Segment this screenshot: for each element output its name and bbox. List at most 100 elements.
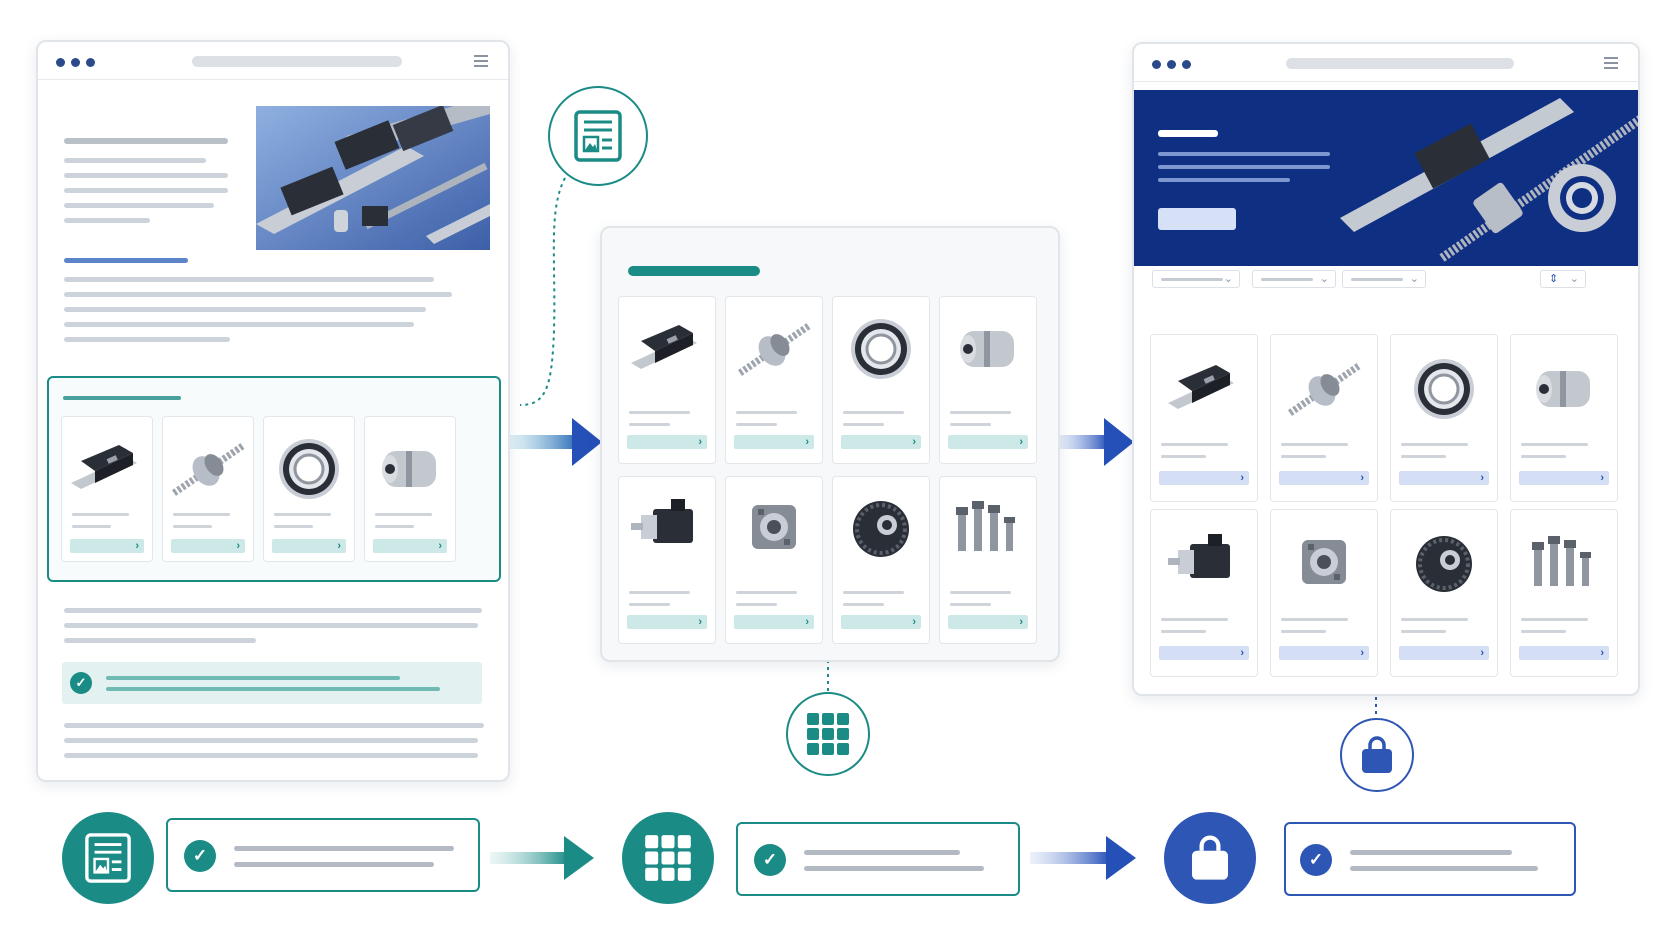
product-spec-line	[1521, 455, 1566, 458]
filter-dropdown[interactable]: ⌄	[1252, 270, 1336, 288]
success-callout: ✓	[62, 662, 482, 704]
product-card[interactable]: ›	[1510, 334, 1618, 502]
product-name-line	[1521, 443, 1588, 446]
product-card[interactable]: ›	[263, 416, 355, 562]
hamburger-menu-icon[interactable]	[1604, 57, 1618, 69]
window-controls[interactable]	[1152, 60, 1191, 69]
product-name-line	[173, 513, 230, 516]
product-name-line	[629, 591, 690, 594]
hamburger-menu-icon[interactable]	[474, 55, 488, 67]
product-card[interactable]: ›	[61, 416, 153, 562]
check-circle-icon: ✓	[70, 672, 92, 694]
chevron-right-icon: ›	[1019, 436, 1023, 448]
product-card[interactable]: ›	[1510, 509, 1618, 677]
chevron-right-icon: ›	[1600, 647, 1604, 659]
view-product-button[interactable]: ›	[1279, 471, 1369, 485]
product-card[interactable]: ›	[364, 416, 456, 562]
chevron-right-icon: ›	[912, 436, 916, 448]
address-bar[interactable]	[1286, 58, 1514, 69]
view-product-button[interactable]: ›	[1399, 471, 1489, 485]
status-line	[1350, 850, 1512, 855]
view-product-button[interactable]: ›	[948, 615, 1028, 629]
chevron-right-icon: ›	[698, 436, 702, 448]
view-product-button[interactable]: ›	[373, 539, 447, 553]
check-circle-icon: ✓	[754, 844, 786, 876]
product-spec-line	[1401, 455, 1446, 458]
embedded-product-section[interactable]: › › › ›	[47, 376, 501, 582]
product-spec-line	[629, 603, 670, 606]
product-card[interactable]: ›	[1270, 334, 1378, 502]
product-card[interactable]: ›	[939, 476, 1037, 644]
view-product-button[interactable]: ›	[1159, 471, 1249, 485]
view-product-button[interactable]: ›	[1399, 646, 1489, 660]
shop-page-window: ⌄ ⌄ ⌄ ⇕ ⌄ › › › › › › › ›	[1132, 42, 1640, 696]
shop-step-icon	[1164, 812, 1256, 904]
view-product-button[interactable]: ›	[627, 435, 707, 449]
product-card[interactable]: ›	[1150, 334, 1258, 502]
view-product-button[interactable]: ›	[627, 615, 707, 629]
view-product-button[interactable]: ›	[734, 435, 814, 449]
product-name-line	[1161, 443, 1228, 446]
product-card[interactable]: ›	[939, 296, 1037, 464]
window-controls[interactable]	[56, 58, 95, 67]
view-product-button[interactable]: ›	[1519, 646, 1609, 660]
sort-icon: ⇕	[1549, 273, 1559, 285]
status-line	[804, 850, 960, 855]
product-card[interactable]: ›	[1390, 509, 1498, 677]
text-line	[64, 307, 426, 312]
product-card[interactable]: ›	[832, 296, 930, 464]
catalog-title	[628, 266, 760, 276]
address-bar[interactable]	[192, 56, 402, 67]
servo-motor-image	[631, 499, 693, 543]
text-line	[64, 337, 230, 342]
view-product-button[interactable]: ›	[1159, 646, 1249, 660]
product-card[interactable]: ›	[618, 476, 716, 644]
sort-dropdown[interactable]: ⇕ ⌄	[1540, 270, 1586, 288]
chevron-right-icon: ›	[1240, 472, 1244, 484]
linear-guide-image	[1168, 365, 1234, 409]
view-product-button[interactable]: ›	[171, 539, 245, 553]
product-card[interactable]: ›	[1270, 509, 1378, 677]
view-product-button[interactable]: ›	[1279, 646, 1369, 660]
view-product-button[interactable]: ›	[272, 539, 346, 553]
product-spec-line	[1161, 455, 1206, 458]
linear-guide-image	[631, 325, 697, 369]
view-product-button[interactable]: ›	[841, 435, 921, 449]
article-heading	[64, 138, 228, 144]
gearbox-image	[1302, 540, 1346, 584]
product-card[interactable]: ›	[1390, 334, 1498, 502]
banner-cta-button[interactable]	[1158, 208, 1236, 230]
view-product-button[interactable]: ›	[70, 539, 144, 553]
product-card[interactable]: ›	[725, 476, 823, 644]
product-name-line	[950, 591, 1011, 594]
product-name-line	[843, 591, 904, 594]
view-product-button[interactable]: ›	[948, 435, 1028, 449]
product-card[interactable]: ›	[618, 296, 716, 464]
view-product-button[interactable]: ›	[1519, 471, 1609, 485]
banner-headline	[1158, 130, 1218, 137]
product-card[interactable]: ›	[725, 296, 823, 464]
arrow-bottom-2	[1030, 836, 1136, 880]
view-product-button[interactable]: ›	[841, 615, 921, 629]
chevron-right-icon: ›	[337, 540, 341, 552]
view-product-button[interactable]: ›	[734, 615, 814, 629]
filter-dropdown[interactable]: ⌄	[1342, 270, 1426, 288]
product-spec-line	[72, 525, 111, 528]
product-name-line	[1401, 618, 1468, 621]
product-name-line	[1401, 443, 1468, 446]
check-circle-icon: ✓	[184, 840, 216, 872]
chevron-right-icon: ›	[1240, 647, 1244, 659]
catalog-step-marker	[786, 692, 870, 776]
shopping-bag-icon	[1362, 736, 1392, 773]
filter-dropdown[interactable]: ⌄	[1152, 270, 1240, 288]
product-spec-line	[843, 423, 884, 426]
product-card[interactable]: ›	[1150, 509, 1258, 677]
product-spec-line	[274, 525, 313, 528]
ball-bearing-image	[1414, 359, 1474, 419]
product-card[interactable]: ›	[162, 416, 254, 562]
hero-banner	[1134, 90, 1638, 266]
product-card[interactable]: ›	[832, 476, 930, 644]
product-spec-line	[843, 603, 884, 606]
content-step-marker	[548, 86, 648, 186]
